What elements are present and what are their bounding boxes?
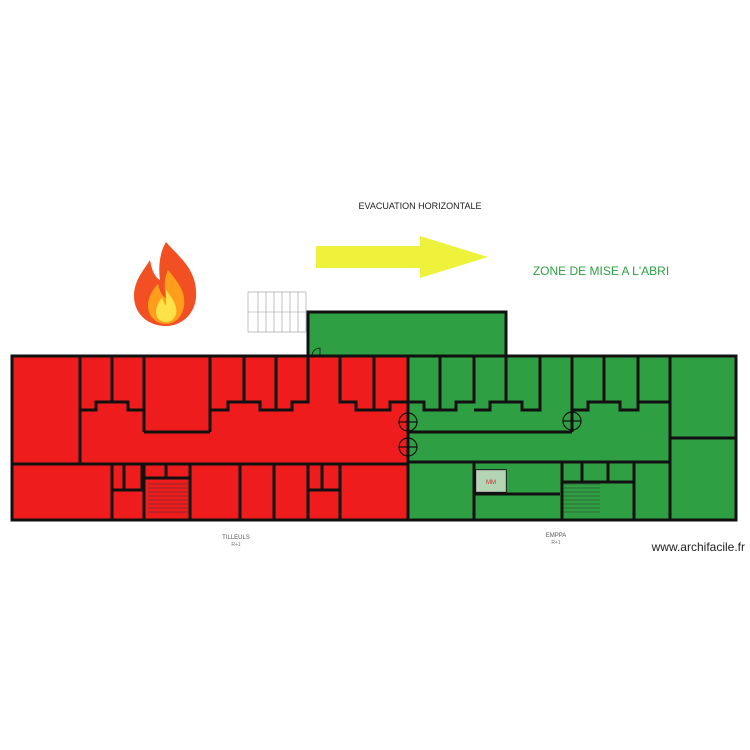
left-wing-label: TILLEULS R+1 bbox=[206, 535, 266, 549]
fire-door-icon bbox=[398, 412, 418, 432]
diagram-title: EVACUATION HORIZONTALE bbox=[358, 201, 482, 211]
stairs-icon bbox=[247, 291, 307, 333]
left-wing-name: TILLEULS bbox=[222, 535, 250, 541]
fire-icon bbox=[134, 242, 197, 326]
right-wing-level: R+1 bbox=[551, 540, 561, 546]
door-swing-icon bbox=[311, 347, 321, 357]
walls bbox=[10, 310, 738, 522]
equipment-tag: MM bbox=[486, 480, 496, 486]
stairs-icon bbox=[148, 483, 600, 513]
right-wing-name: EMPPA bbox=[545, 533, 567, 539]
left-wing-level: R+1 bbox=[231, 542, 241, 548]
right-wing-label: EMPPA R+1 bbox=[526, 533, 586, 547]
fire-door-icon bbox=[398, 437, 418, 457]
evacuation-arrow-icon bbox=[316, 236, 488, 278]
safe-zone-label: ZONE DE MISE A L'ABRI bbox=[532, 264, 670, 278]
safe-zone-annex bbox=[308, 312, 506, 356]
fire-door-icon bbox=[562, 411, 582, 431]
watermark-link[interactable]: www.archifacile.fr bbox=[651, 540, 745, 554]
